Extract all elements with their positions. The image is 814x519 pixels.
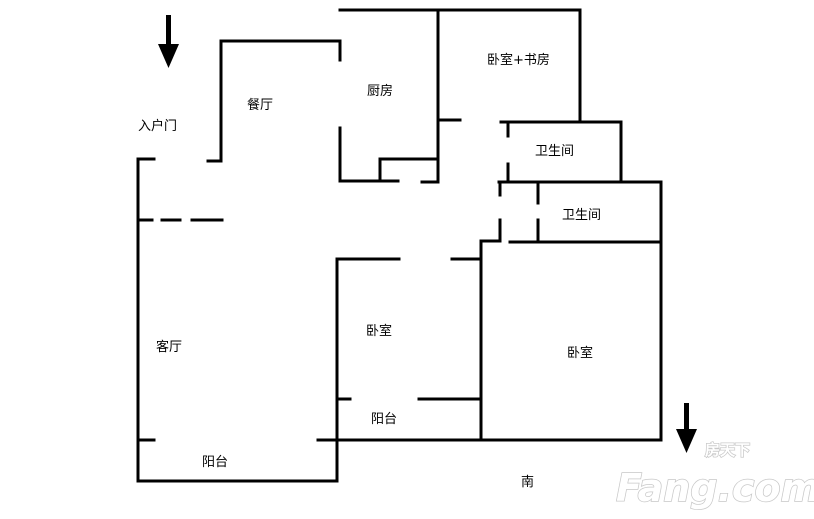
corridor-wall	[479, 180, 502, 442]
south-arrow-shaft	[684, 403, 689, 433]
kitchen-wall	[338, 126, 400, 183]
entrance-arrow-shaft	[166, 15, 171, 47]
label-balcony-bedroom: 阳台	[371, 412, 397, 427]
bath2-wall	[497, 180, 663, 442]
top-wall	[338, 8, 582, 124]
label-balcony-living: 阳台	[202, 455, 228, 470]
watermark-logo: 房天下 Fang.com	[615, 440, 814, 511]
walls	[136, 8, 663, 483]
label-bedroom-master: 卧室	[567, 345, 593, 361]
label-bedroom-small: 卧室	[366, 323, 392, 339]
label-bathroom-1: 卫生间	[535, 144, 574, 159]
label-dining: 餐厅	[247, 97, 273, 113]
south-arrow-icon	[676, 403, 697, 453]
living-wall	[136, 157, 339, 483]
entrance-arrow-icon	[158, 15, 179, 68]
entrance-arrow-head	[158, 44, 179, 68]
label-entrance: 入户门	[138, 118, 177, 134]
label-bathroom-2: 卫生间	[562, 208, 601, 223]
kitchen-inner	[378, 157, 437, 183]
kitchen-right-wall	[420, 8, 440, 184]
dining-wall	[219, 39, 342, 163]
watermark-brand: Fang.com	[616, 466, 814, 510]
watermark-cn: 房天下	[705, 441, 750, 459]
arrows	[158, 15, 697, 453]
label-kitchen: 厨房	[367, 83, 393, 99]
label-living: 客厅	[156, 339, 182, 355]
room-labels: 入户门 餐厅 厨房 卧室+书房 卫生间 卫生间 客厅 卧室 卧室 阳台 阳台 南	[138, 52, 601, 490]
label-bedroom-study: 卧室+书房	[487, 52, 550, 68]
label-south: 南	[521, 474, 534, 490]
small-bedroom-wall	[335, 257, 663, 442]
bath1-wall	[499, 120, 623, 184]
south-arrow-head	[676, 429, 697, 453]
